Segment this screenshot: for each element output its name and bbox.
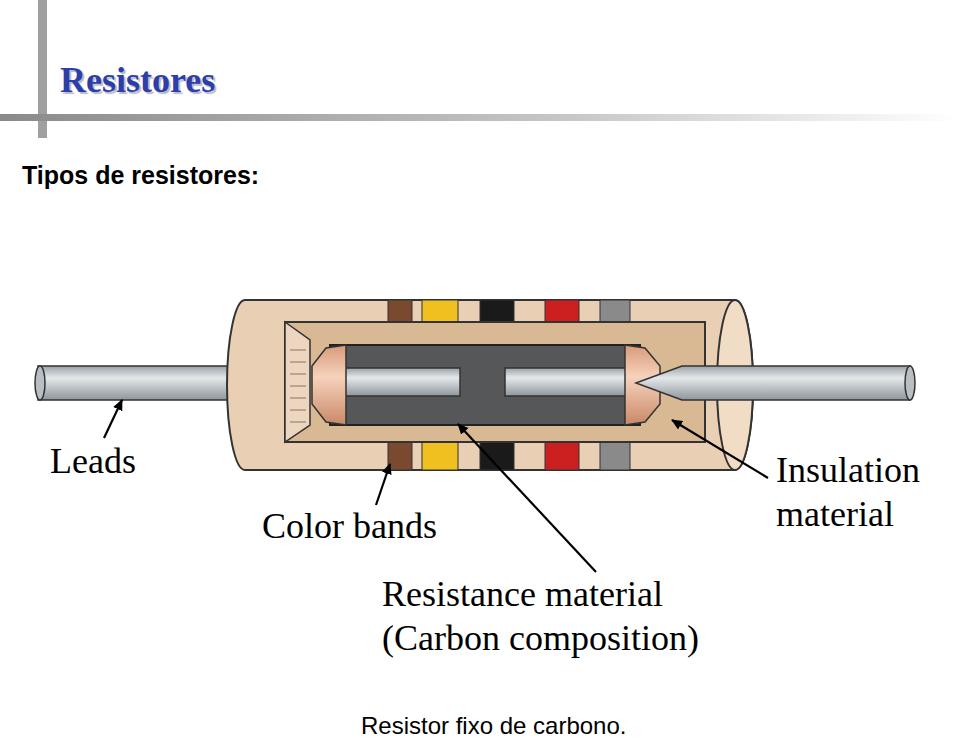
part-label: Color bands [262, 505, 437, 547]
part-label: Leads [50, 440, 136, 482]
lead-wire [636, 366, 910, 400]
leader-line [458, 424, 596, 572]
leader-line [672, 420, 768, 478]
lead-wire [38, 366, 238, 400]
part-label: Resistance material (Carbon composition) [382, 572, 767, 660]
slide-title: Resistores [60, 58, 215, 102]
leader-line [376, 464, 390, 505]
subtitle: Tipos de resistores: [22, 160, 259, 190]
figure-caption: Resistor fixo de carbono. [361, 712, 626, 740]
carbon-core [330, 345, 640, 425]
part-label: Insulation material [776, 448, 954, 536]
header-rule [0, 114, 960, 121]
end-cap [312, 345, 346, 425]
leader-line [104, 400, 122, 438]
